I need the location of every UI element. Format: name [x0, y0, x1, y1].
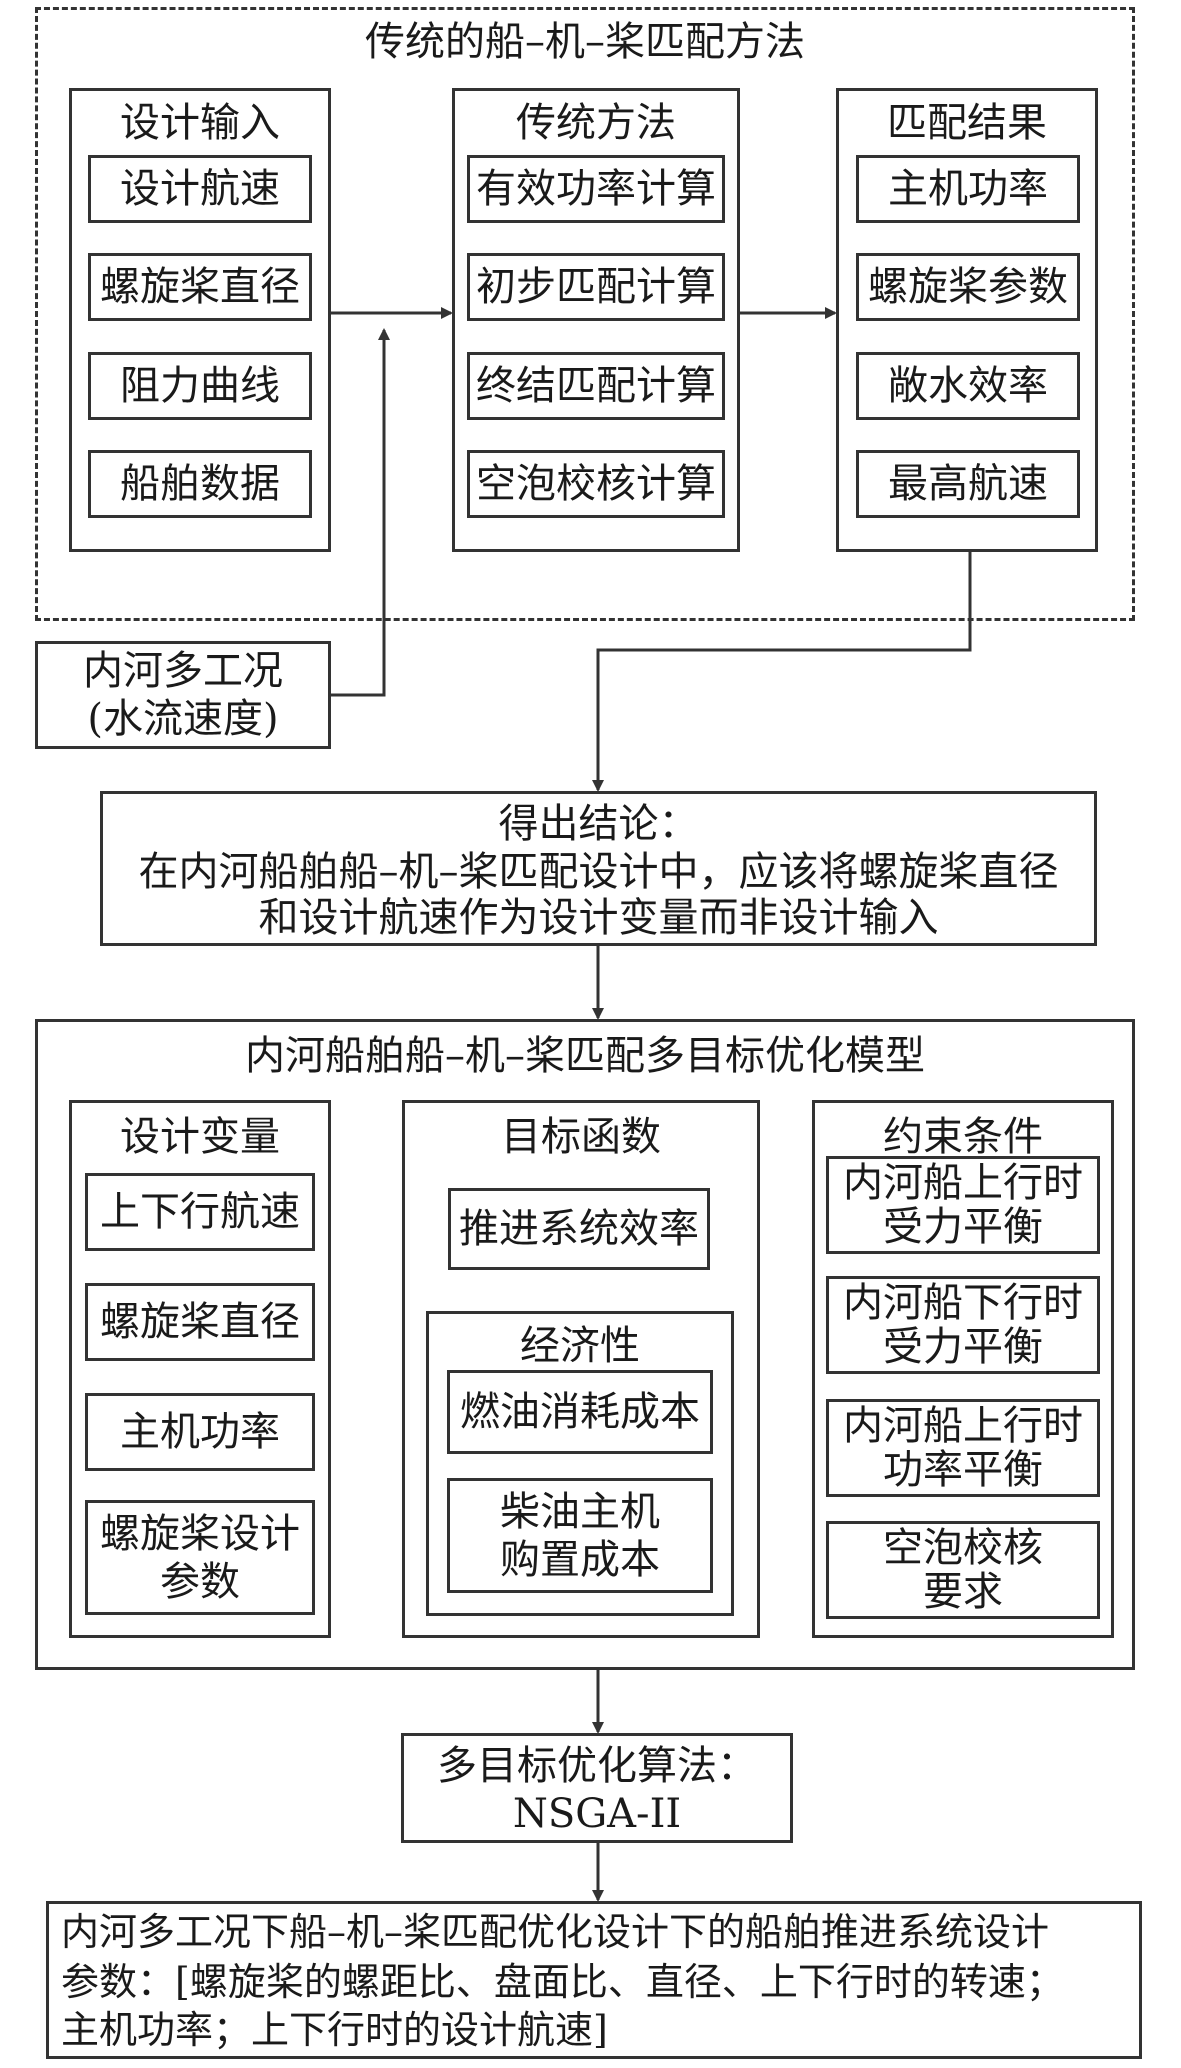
input-item: 阻力曲线 [88, 352, 312, 420]
economy-item: 燃油消耗成本 [447, 1370, 713, 1454]
match-result-title: 匹配结果 [887, 100, 1047, 146]
input-item: 设计航速 [88, 155, 312, 223]
output-line-2: 参数：[螺旋桨的螺距比、盘面比、直径、上下行时的转速； [61, 1960, 1064, 2004]
output-line-1: 内河多工况下船–机–桨匹配优化设计下的船舶推进系统设计 [61, 1910, 1050, 1954]
input-item: 船舶数据 [88, 450, 312, 518]
traditional-method-title: 传统的船–机–桨匹配方法 [365, 19, 805, 65]
output-line-3: 主机功率；上下行时的设计航速] [61, 2008, 608, 2052]
traditional-method-column-title: 传统方法 [516, 100, 676, 146]
variable-item: 上下行航速 [85, 1173, 315, 1251]
method-item: 初步匹配计算 [467, 253, 725, 321]
result-item: 主机功率 [856, 155, 1080, 223]
design-input-title: 设计输入 [120, 100, 280, 146]
algorithm-box: 多目标优化算法： NSGA-II [401, 1733, 793, 1843]
conclusion-line-1: 在内河船舶船–机–桨匹配设计中，应该将螺旋桨直径 [138, 849, 1059, 895]
constraints-title: 约束条件 [883, 1114, 1043, 1160]
propulsion-efficiency-box: 推进系统效率 [448, 1188, 710, 1270]
method-item: 有效功率计算 [467, 155, 725, 223]
optimization-model-title: 内河船舶船–机–桨匹配多目标优化模型 [245, 1033, 925, 1079]
objectives-title: 目标函数 [501, 1114, 661, 1160]
inland-conditions-text: 内河多工况 (水流速度) [83, 648, 283, 742]
input-item: 螺旋桨直径 [88, 253, 312, 321]
result-item: 最高航速 [856, 450, 1080, 518]
variable-item: 螺旋桨设计 参数 [85, 1500, 315, 1615]
method-item: 空泡校核计算 [467, 450, 725, 518]
variable-item: 螺旋桨直径 [85, 1283, 315, 1361]
constraint-item: 内河船下行时 受力平衡 [826, 1276, 1100, 1374]
constraint-item: 空泡校核 要求 [826, 1521, 1100, 1619]
conclusion-box: 得出结论： 在内河船舶船–机–桨匹配设计中，应该将螺旋桨直径 和设计航速作为设计… [100, 791, 1097, 946]
output-box: 内河多工况下船–机–桨匹配优化设计下的船舶推进系统设计 参数：[螺旋桨的螺距比、… [46, 1901, 1142, 2059]
variable-item: 主机功率 [85, 1393, 315, 1471]
constraint-item: 内河船上行时 受力平衡 [826, 1156, 1100, 1254]
arrow-conditions-to-main [331, 328, 390, 697]
economy-title: 经济性 [520, 1323, 640, 1369]
traditional-method-group: 传统的船–机–桨匹配方法 [35, 7, 1135, 621]
design-variables-title: 设计变量 [120, 1114, 280, 1160]
algorithm-line-1: 多目标优化算法： [437, 1743, 757, 1789]
result-item: 敞水效率 [856, 352, 1080, 420]
conclusion-line-2: 和设计航速作为设计变量而非设计输入 [258, 895, 939, 941]
algorithm-line-2: NSGA-II [512, 1791, 682, 1837]
arrow-result-to-conclusion [592, 550, 972, 792]
constraint-item: 内河船上行时 功率平衡 [826, 1399, 1100, 1497]
inland-conditions-box: 内河多工况 (水流速度) [35, 641, 331, 749]
economy-item: 柴油主机 购置成本 [447, 1478, 713, 1593]
conclusion-heading: 得出结论： [498, 801, 699, 847]
result-item: 螺旋桨参数 [856, 253, 1080, 321]
method-item: 终结匹配计算 [467, 352, 725, 420]
